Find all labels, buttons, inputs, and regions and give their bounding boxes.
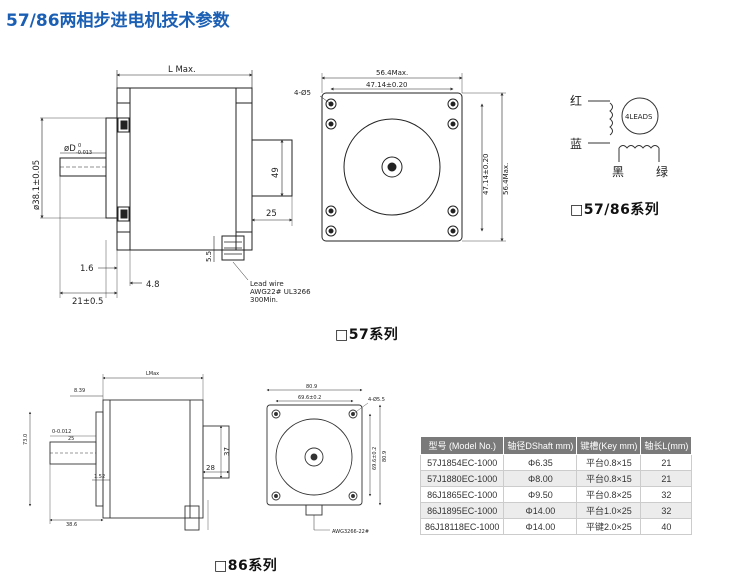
wiring-labels: 红 蓝 4LEADS 黑 绿: [570, 93, 668, 179]
cell-key: 平台0.8×25: [576, 486, 642, 503]
cell-model: 86J1865EC-1000: [419, 486, 505, 503]
col-key: 键槽(Key mm): [576, 436, 642, 455]
dim-shaft-tol: -0.013: [76, 150, 92, 156]
nema86-front-view: [266, 388, 382, 531]
dim-holes: 4-Ø5: [294, 89, 311, 97]
dim-shaft-d: øD: [64, 144, 76, 154]
table-row: 57J1854EC-1000 Φ6.35 平台0.8×15 21: [419, 454, 693, 471]
title-number: 57/86: [6, 11, 60, 31]
cell-length: 32: [640, 486, 693, 503]
spec-table-header: 型号 (Model No.) 轴径DShaft mm) 键槽(Key mm) 轴…: [419, 436, 693, 455]
cell-key: 平台0.8×15: [576, 470, 642, 487]
leads-label: 4LEADS: [625, 113, 653, 121]
wiring-diagram: [588, 97, 660, 162]
caption-86-series: □86系列: [214, 558, 278, 574]
dim86-awg: AWG3266-22#: [332, 529, 369, 535]
lead-wire-length: 300Min.: [250, 296, 278, 304]
dim-l-max: L Max.: [168, 65, 196, 75]
col-shaft: 轴径DShaft mm): [503, 436, 578, 455]
cell-length: 21: [640, 470, 693, 487]
cell-model: 57J1854EC-1000: [419, 454, 505, 471]
cell-length: 32: [640, 502, 693, 519]
dim86-lmax: LMax: [146, 371, 159, 377]
cell-shaft: Φ14.00: [503, 518, 578, 535]
table-row: 57J1880EC-1000 Φ8.00 平台0.8×15 21: [419, 470, 693, 487]
cell-key: 平台1.0×25: [576, 502, 642, 519]
wire-red: 红: [570, 93, 582, 108]
dim86-shaft: 0-0.012: [52, 429, 71, 435]
cell-length: 21: [640, 454, 693, 471]
table-row: 86J1895EC-1000 Φ14.00 平台1.0×25 32: [419, 502, 693, 519]
dim86-152: 1.52: [94, 474, 105, 480]
dim86-386: 38.6: [66, 522, 77, 528]
cell-key: 平键2.0×25: [576, 518, 642, 535]
cell-length: 40: [640, 518, 693, 535]
table-row: 86J1865EC-1000 Φ9.50 平台0.8×25 32: [419, 486, 693, 503]
dim86-696-v: 69.6±0.2: [372, 447, 378, 470]
title-text: 两相步进电机技术参数: [59, 11, 230, 31]
dim-47-14: 47.14±0.20: [366, 81, 408, 89]
dim-1-6: 1.6: [80, 264, 94, 274]
caption-57-series: □57系列: [335, 327, 399, 343]
spec-table: 型号 (Model No.) 轴径DShaft mm) 键槽(Key mm) 轴…: [419, 436, 693, 535]
wire-blue: 蓝: [570, 137, 582, 151]
dim86-holes: 4-Ø5.5: [368, 396, 385, 403]
dim-21: 21±0.5: [72, 297, 103, 307]
cell-shaft: Φ14.00: [503, 502, 578, 519]
caption-57-86-series: □57/86系列: [570, 202, 660, 218]
col-model: 型号 (Model No.): [419, 436, 505, 455]
nema57-front-view: [319, 73, 506, 242]
dim-47-14-v: 47.14±0.20: [482, 154, 490, 196]
cell-key: 平台0.8×15: [576, 454, 642, 471]
table-row: 86J18118EC-1000 Φ14.00 平键2.0×25 40: [419, 518, 693, 535]
nema57-side-view: [40, 70, 293, 298]
dim-boss-dia: ø38.1±0.05: [32, 160, 42, 210]
dim-49: 49: [271, 167, 281, 178]
nema86-front-labels: 80.9 69.6±0.2 4-Ø5.5 69.6±0.2 80.9 AWG32…: [298, 384, 388, 535]
dim-25: 25: [266, 209, 277, 219]
cell-shaft: Φ8.00: [503, 470, 578, 487]
lead-wire-awg: AWG22# UL3266: [250, 288, 311, 296]
nema86-side-labels: LMax 8.39 73.0 0-0.012 25 37 28 1.52 38.…: [23, 371, 231, 528]
nema86-side-view: [28, 374, 230, 531]
dim86-boss: 73.0: [23, 434, 29, 445]
page-title: 57/86两相步进电机技术参数: [6, 6, 230, 31]
dim-5-5: 5.5: [205, 251, 213, 262]
cell-shaft: Φ6.35: [503, 454, 578, 471]
dim86-37: 37: [223, 447, 231, 456]
dim86-696: 69.6±0.2: [298, 395, 321, 401]
wire-black: 黑: [612, 165, 624, 179]
dim86-839: 8.39: [74, 388, 85, 394]
cell-model: 86J1895EC-1000: [419, 502, 505, 519]
mount-holes: [325, 98, 459, 237]
cell-model: 57J1880EC-1000: [419, 470, 505, 487]
nema57-side-labels: L Max. øD -0.013 0 ø38.1±0.05 49 25 5.5 …: [32, 65, 311, 307]
dim86-809: 80.9: [306, 384, 317, 390]
dim86-28: 28: [206, 464, 215, 472]
cell-shaft: Φ9.50: [503, 486, 578, 503]
wire-green: 绿: [656, 164, 668, 179]
dim-4-8: 4.8: [146, 280, 160, 290]
nema57-front-labels: 56.4Max. 47.14±0.20 4-Ø5 47.14±0.20 56.4…: [294, 69, 510, 195]
dim-56-4-v: 56.4Max.: [502, 163, 510, 195]
dim-56-4: 56.4Max.: [376, 69, 408, 77]
dim86-25: 25: [68, 436, 74, 442]
dim-shaft-tol-up: 0: [78, 143, 81, 149]
cell-model: 86J18118EC-1000: [419, 518, 505, 535]
dim86-809-v: 80.9: [382, 451, 388, 462]
col-length: 轴长L(mm): [640, 436, 693, 455]
lead-wire-label: Lead wire: [250, 280, 284, 288]
